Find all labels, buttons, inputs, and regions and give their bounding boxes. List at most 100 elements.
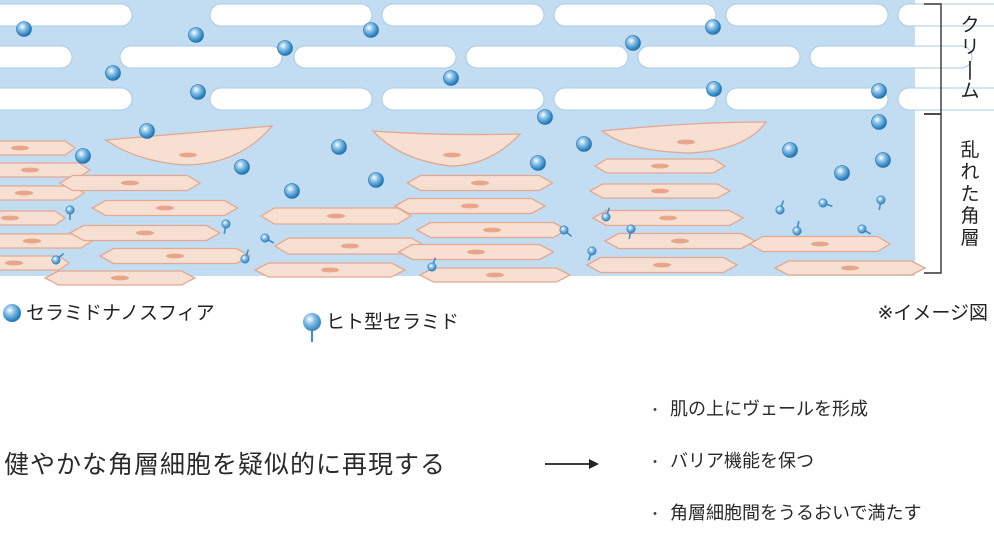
- skin-cross-section-diagram: [0, 0, 994, 286]
- human-ceramide-icon: [303, 313, 321, 342]
- lipid-bar: [725, 3, 889, 27]
- nanosphere-particle: [363, 22, 379, 38]
- lipid-bar: [0, 45, 73, 69]
- cell-nucleus: [341, 243, 359, 249]
- nanosphere-icon: [3, 304, 21, 322]
- cell-nucleus: [1, 215, 19, 221]
- human-ceramide-particle: [792, 226, 802, 236]
- cell-nucleus: [23, 238, 41, 244]
- lipid-bar: [553, 87, 717, 111]
- human-ceramide-particle: [51, 255, 61, 265]
- lipid-bar: [725, 87, 889, 111]
- nanosphere-particle: [105, 65, 121, 81]
- cell-nucleus: [651, 188, 669, 194]
- corneocyte-cell: [0, 185, 86, 201]
- nanosphere-particle: [706, 81, 722, 97]
- human-ceramide-particle: [857, 224, 867, 234]
- lipid-bar: [209, 3, 373, 27]
- benefit-list: ・肌の上にヴェールを形成 ・バリア機能を保つ ・角層細胞間をうるおいで満たす: [648, 398, 921, 554]
- legend-human-ceramide-label: ヒト型セラミド: [326, 311, 460, 333]
- human-type-ceramides: [51, 195, 886, 272]
- cell-nucleus: [677, 139, 695, 145]
- nanosphere-particle: [576, 136, 592, 152]
- nanosphere-particle: [705, 19, 721, 35]
- lipid-bar: [809, 45, 973, 69]
- cell-nucleus: [659, 215, 677, 221]
- cell-nucleus: [15, 190, 33, 196]
- crescent-cell: [371, 130, 522, 167]
- nanosphere-particle: [834, 165, 850, 181]
- lipid-bar: [465, 45, 629, 69]
- benefit-text: バリア機能を保つ: [670, 451, 814, 472]
- human-ceramide-particle: [221, 219, 231, 229]
- human-ceramide-particle: [260, 233, 270, 243]
- cell-nucleus: [156, 205, 174, 211]
- stratum-crescent-cells: [104, 121, 768, 167]
- cell-nucleus: [5, 260, 23, 266]
- human-ceramide-particle: [818, 198, 828, 208]
- cell-nucleus: [166, 253, 184, 259]
- nanosphere-particle: [871, 114, 887, 130]
- image-note: ※イメージ図: [877, 302, 988, 324]
- cell-nucleus: [653, 262, 671, 268]
- lipid-bar: [897, 3, 994, 27]
- cell-nucleus: [179, 152, 197, 158]
- benefit-item: ・角層細胞間をうるおいで満たす: [648, 503, 922, 524]
- human-ceramide-particle: [775, 205, 785, 215]
- nanosphere-particle: [331, 139, 347, 155]
- cell-nucleus: [111, 275, 129, 281]
- lipid-bar: [293, 45, 457, 69]
- stratum-hexagon-cells: [0, 140, 927, 286]
- nanosphere-particle: [188, 27, 204, 43]
- stratum-corneum-label: 乱れた角層: [960, 139, 980, 249]
- lipid-bar: [119, 45, 283, 69]
- lipid-bar: [0, 3, 133, 27]
- nanosphere-particle: [190, 84, 206, 100]
- cell-nucleus: [841, 265, 859, 271]
- human-ceramide-particle: [601, 212, 611, 222]
- lipid-bar: [897, 87, 994, 111]
- human-ceramide-particle: [559, 225, 569, 235]
- nanosphere-particle: [782, 142, 798, 158]
- nanosphere-particle: [277, 40, 293, 56]
- lipid-bar: [637, 45, 801, 69]
- corneocyte-cell: [0, 210, 67, 226]
- human-ceramide-particle: [626, 224, 636, 234]
- cell-nucleus: [471, 180, 489, 186]
- nanosphere-particle: [16, 21, 32, 37]
- stratum-bracket: [924, 113, 942, 274]
- corneocyte-cell: [0, 162, 92, 178]
- human-ceramide-particle: [240, 254, 250, 264]
- cell-nucleus: [443, 152, 461, 158]
- nanosphere-particle: [75, 148, 91, 164]
- lipid-bar: [553, 3, 717, 27]
- legend-human-ceramide: ヒト型セラミド: [302, 302, 459, 342]
- long-arrow-right-icon: [545, 459, 599, 469]
- layer-brackets: [924, 3, 942, 274]
- cream-lipid-layer: [0, 3, 994, 111]
- legend-nanosphere: セラミドナノスフィア: [2, 302, 215, 324]
- nanosphere-particle: [443, 70, 459, 86]
- cell-nucleus: [21, 167, 39, 173]
- tagline: 健やかな角層細胞を疑似的に再現する: [4, 450, 447, 479]
- corneocyte-cell: [0, 140, 77, 156]
- nanosphere-particle: [871, 83, 887, 99]
- lipid-bar: [0, 87, 133, 111]
- human-ceramide-particle: [65, 205, 75, 215]
- nanosphere-particle: [625, 35, 641, 51]
- cream-label: クリ|ム: [960, 14, 980, 102]
- human-ceramide-particle: [876, 195, 886, 205]
- nanosphere-particle: [284, 183, 300, 199]
- cell-nucleus: [327, 213, 345, 219]
- cell-nucleus: [651, 163, 669, 169]
- cell-nucleus: [483, 227, 501, 233]
- cell-nucleus: [136, 230, 154, 236]
- human-ceramide-particle: [587, 246, 597, 256]
- lipid-bar: [209, 87, 373, 111]
- nanosphere-particle: [368, 172, 384, 188]
- nanosphere-particle: [234, 159, 250, 175]
- nanosphere-particle: [537, 109, 553, 125]
- cell-nucleus: [121, 180, 139, 186]
- cell-nucleus: [321, 267, 339, 273]
- benefit-text: 角層細胞間をうるおいで満たす: [670, 503, 922, 524]
